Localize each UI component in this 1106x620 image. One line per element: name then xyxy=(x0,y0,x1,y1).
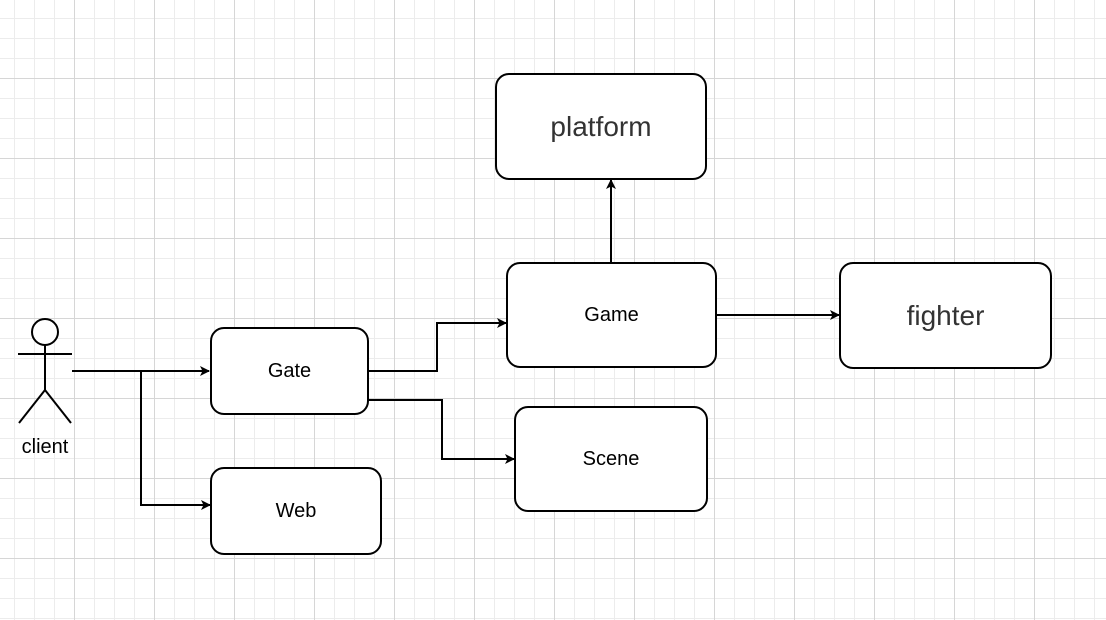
fighter-node[interactable]: fighter xyxy=(839,262,1052,369)
web-node[interactable]: Web xyxy=(210,467,382,555)
game-node[interactable]: Game xyxy=(506,262,717,368)
platform-node[interactable]: platform xyxy=(495,73,707,180)
gate-node[interactable]: Gate xyxy=(210,327,369,415)
actor-icon xyxy=(18,318,72,424)
edge-gate-scene[interactable] xyxy=(369,399,515,464)
actor-label: client xyxy=(21,436,69,458)
scene-node[interactable]: Scene xyxy=(514,406,708,512)
client-actor[interactable]: client xyxy=(16,316,74,466)
edge-client-web[interactable] xyxy=(140,371,211,510)
edge-gate-game[interactable] xyxy=(369,318,507,372)
